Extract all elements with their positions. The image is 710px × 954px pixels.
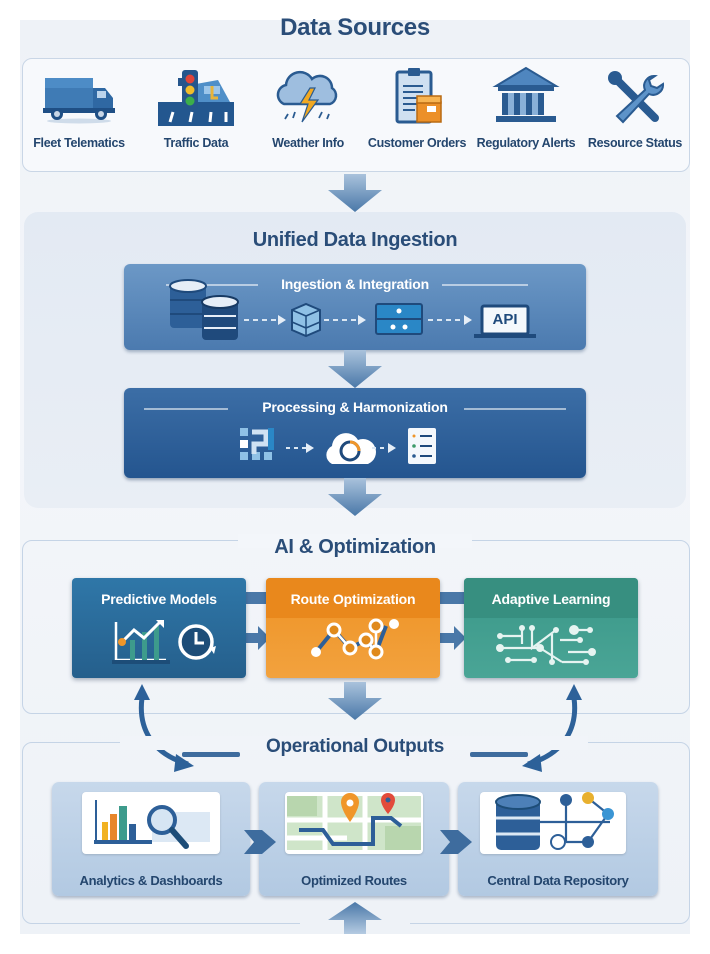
unified-ingestion-title: Unified Data Ingestion xyxy=(252,229,458,251)
operational-outputs-title: Operational Outputs xyxy=(266,736,444,757)
bar-chart-magnifier-icon xyxy=(94,800,210,849)
source-customer-orders: Customer Orders xyxy=(362,66,472,150)
government-building-icon xyxy=(492,66,560,122)
output-label: Optimized Routes xyxy=(301,873,407,888)
database-icon xyxy=(169,279,239,340)
database-network-icon xyxy=(495,792,614,850)
ingestion-flow xyxy=(169,279,536,340)
title-gap xyxy=(238,534,472,548)
card-title: Route Optimization xyxy=(266,578,440,618)
card-illustration xyxy=(480,792,626,854)
output-label: Central Data Repository xyxy=(487,873,629,888)
cube-icon xyxy=(291,302,321,338)
traffic-light-icon xyxy=(158,70,234,126)
source-weather-info: Weather Info xyxy=(253,66,363,150)
card-illustration xyxy=(285,792,423,854)
data-sources-title: Data Sources xyxy=(280,14,430,41)
ai-card-predictive-models: Predictive Models xyxy=(72,578,246,678)
source-traffic-data: Traffic Data xyxy=(141,66,251,150)
title-gap xyxy=(120,736,588,750)
neural-network-icon xyxy=(496,625,596,665)
route-nodes-icon xyxy=(311,618,399,660)
ingestion-integration-stage: Ingestion & Integration API xyxy=(124,264,586,350)
flow-arrow-down-icon xyxy=(328,478,382,516)
card-title: Predictive Models xyxy=(101,591,217,607)
source-regulatory-alerts: Regulatory Alerts xyxy=(471,66,581,150)
storm-cloud-icon xyxy=(276,70,338,123)
server-icon xyxy=(375,303,423,335)
flow-arrow-down-icon xyxy=(328,350,382,388)
source-label: Customer Orders xyxy=(367,136,467,150)
tools-icon xyxy=(608,71,665,124)
chevron-right-icon xyxy=(244,830,276,854)
ai-card-adaptive-learning: Adaptive Learning xyxy=(464,578,638,678)
card-title: Adaptive Learning xyxy=(464,578,638,618)
chevron-right-icon xyxy=(440,830,472,854)
ai-card-route-optimization: Route Optimization xyxy=(266,578,440,678)
connector-bar xyxy=(440,592,466,604)
source-label: Weather Info xyxy=(272,136,344,150)
card-illustration xyxy=(82,792,220,854)
ai-optimization-title: AI & Optimization xyxy=(274,536,436,558)
source-label: Traffic Data xyxy=(163,136,229,150)
flow-arrow-down-icon xyxy=(328,682,382,720)
source-resource-status: Resource Status xyxy=(580,66,690,150)
source-fleet-telematics: Fleet Telematics xyxy=(24,66,134,150)
trend-chart-clock-icon xyxy=(112,620,216,664)
output-card-central-repository: Central Data Repository xyxy=(458,782,658,896)
divider-line xyxy=(464,408,566,410)
truck-icon xyxy=(43,78,115,124)
divider-line xyxy=(144,408,228,410)
divider-bar xyxy=(182,752,240,757)
clipboard-package-icon xyxy=(395,68,442,124)
arrow-right-icon xyxy=(244,626,270,650)
source-label: Resource Status xyxy=(587,136,683,150)
api-laptop-icon xyxy=(474,304,536,338)
flow-arrow-down-icon xyxy=(328,174,382,212)
processing-harmonization-stage: Processing & Harmonization xyxy=(124,388,586,478)
source-label: Fleet Telematics xyxy=(33,136,125,150)
divider-line xyxy=(442,284,528,286)
output-label: Analytics & Dashboards xyxy=(79,873,223,888)
arrow-right-icon xyxy=(440,626,466,650)
output-card-optimized-routes: Optimized Routes xyxy=(259,782,449,896)
divider-bar xyxy=(470,752,528,757)
ingestion-stage-title: Ingestion & Integration xyxy=(281,276,429,292)
api-label: API xyxy=(492,311,518,328)
checklist-icon xyxy=(408,428,436,464)
source-label: Regulatory Alerts xyxy=(476,136,576,150)
output-card-analytics: Analytics & Dashboards xyxy=(52,782,250,896)
processing-flow xyxy=(240,428,436,464)
map-pins-icon xyxy=(287,793,421,850)
divider-line xyxy=(166,284,258,286)
flow-arrow-up-icon xyxy=(328,902,382,934)
data-sources-panel xyxy=(22,58,690,172)
cloud-sync-icon xyxy=(326,433,376,464)
processing-stage-title: Processing & Harmonization xyxy=(262,399,448,415)
transform-icon xyxy=(240,428,274,460)
connector-bar xyxy=(246,592,268,604)
